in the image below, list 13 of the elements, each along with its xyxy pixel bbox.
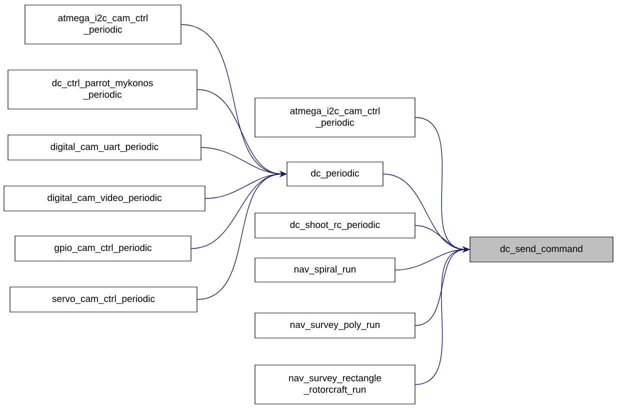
function-box: servo_cam_ctrl_periodic [10, 286, 198, 312]
function-box: dc_ctrl_parrot_mykonos _periodic [8, 70, 198, 110]
function-box: dc_periodic [286, 162, 384, 186]
function-box: atmega_i2c_cam_ctrl _periodic [24, 4, 182, 44]
function-box: digital_cam_uart_periodic [8, 134, 202, 160]
function-box: nav_survey_poly_run [254, 312, 416, 338]
function-box: gpio_cam_ctrl_periodic [14, 236, 192, 262]
function-box: dc_send_command [470, 236, 614, 262]
function-box: dc_shoot_rc_periodic [254, 212, 416, 238]
function-box: nav_survey_rectangle _rotorcraft_run [254, 364, 416, 404]
function-box: digital_cam_video_periodic [4, 186, 206, 212]
function-box: atmega_i2c_cam_ctrl _periodic [254, 98, 416, 138]
function-box: nav_spiral_run [254, 258, 396, 282]
